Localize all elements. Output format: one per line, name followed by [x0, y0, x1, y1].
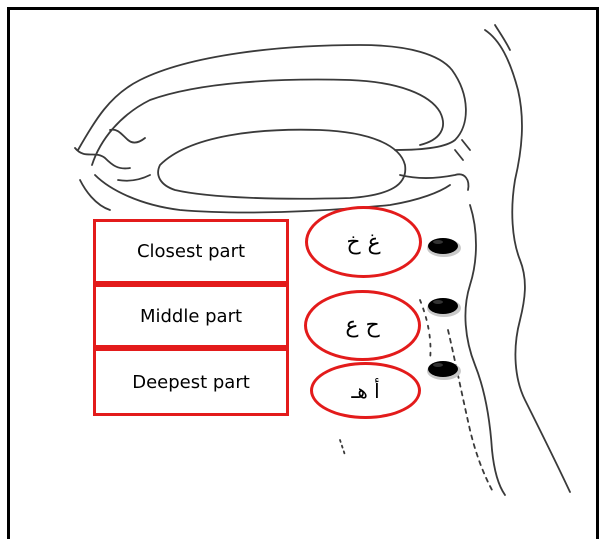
diagram-frame — [7, 7, 599, 539]
deepest-letters-ellipse: أ هـ — [310, 362, 421, 419]
closest-part-label: Closest part — [136, 241, 246, 262]
deepest-letters: أ هـ — [351, 378, 380, 403]
closest-letters: غ خ — [346, 229, 381, 255]
middle-part-box: Middle part — [93, 284, 289, 348]
black-dot-marker-icon — [427, 298, 461, 317]
black-dot-marker-icon — [427, 361, 461, 380]
deepest-part-label: Deepest part — [132, 371, 250, 393]
closest-letters-ellipse: غ خ — [305, 206, 422, 278]
middle-letters-ellipse: ح ع — [304, 290, 421, 361]
middle-part-label: Middle part — [139, 305, 243, 327]
deepest-part-box: Deepest part — [93, 348, 289, 416]
middle-letters: ح ع — [345, 313, 380, 338]
black-dot-marker-icon — [427, 238, 461, 257]
closest-part-box: Closest part — [93, 219, 289, 284]
